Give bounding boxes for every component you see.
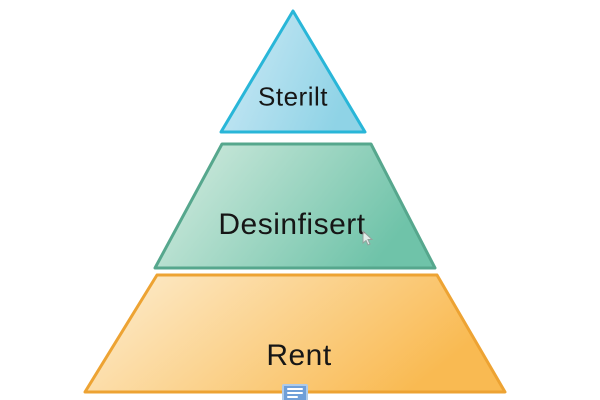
- pyramid-level-sterilt-label[interactable]: Sterilt: [258, 81, 328, 112]
- anchor-icon-line: [287, 396, 299, 398]
- anchor-icon-line: [287, 392, 303, 394]
- paragraph-anchor-icon[interactable]: [282, 384, 308, 400]
- pyramid-level-desinfisert-label[interactable]: Desinfisert: [218, 208, 366, 241]
- pyramid-level-desinfisert-shape[interactable]: [153, 142, 437, 270]
- pyramid-level-rent-shape[interactable]: [83, 273, 507, 394]
- pyramid-level-rent-label[interactable]: Rent: [266, 339, 332, 372]
- mouse-cursor-icon: [362, 230, 374, 246]
- pyramid-level-sterilt-shape[interactable]: [219, 9, 367, 134]
- anchor-icon-line: [287, 388, 303, 390]
